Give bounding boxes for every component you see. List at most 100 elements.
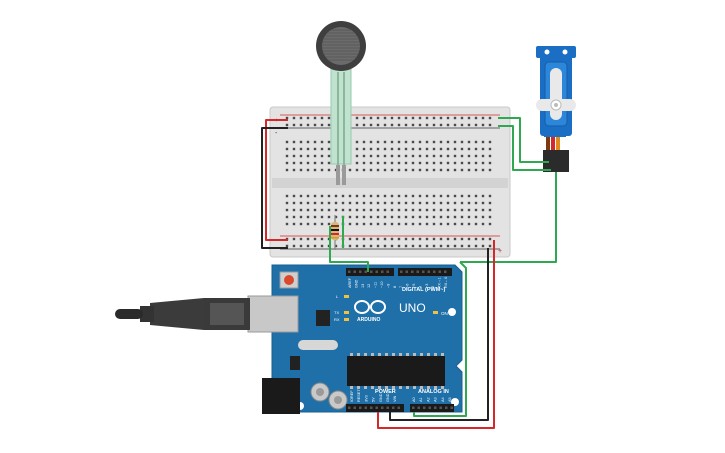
terminal-hole <box>446 140 450 144</box>
terminal-hole <box>446 201 450 205</box>
terminal-hole <box>306 147 310 151</box>
terminal-hole <box>404 168 408 172</box>
terminal-hole <box>285 154 289 158</box>
rail-hole <box>453 123 457 127</box>
terminal-hole <box>306 140 310 144</box>
terminal-hole <box>362 140 366 144</box>
terminal-hole <box>488 208 492 212</box>
terminal-hole <box>404 208 408 212</box>
terminal-hole <box>320 147 324 151</box>
digital-pin-label: 12 <box>367 284 371 288</box>
rail-hole <box>418 244 422 248</box>
rail-hole <box>362 116 366 120</box>
terminal-hole <box>439 222 443 226</box>
terminal-hole <box>299 154 303 158</box>
rail-hole <box>306 244 310 248</box>
rail-hole <box>355 123 359 127</box>
digital-header-label: DIGITAL (PWM~) <box>402 287 446 293</box>
terminal-hole <box>327 161 331 165</box>
terminal-hole <box>320 222 324 226</box>
rail-hole <box>404 237 408 241</box>
terminal-hole <box>348 222 352 226</box>
terminal-hole <box>467 161 471 165</box>
rail-hole <box>383 116 387 120</box>
power-pin-label: RESET <box>357 389 361 402</box>
terminal-hole <box>383 161 387 165</box>
terminal-hole <box>432 215 436 219</box>
rail-hole <box>306 116 310 120</box>
rail-hole <box>355 237 359 241</box>
usb-cable-stub <box>115 309 143 319</box>
rail-hole <box>481 116 485 120</box>
rail-hole <box>390 123 394 127</box>
rail-hole <box>425 116 429 120</box>
terminal-hole <box>474 154 478 158</box>
digital-pin-label: 2 <box>431 286 435 288</box>
terminal-hole <box>390 161 394 165</box>
terminal-hole <box>292 194 296 198</box>
terminal-hole <box>292 154 296 158</box>
force-sensor-pin-1 <box>336 165 340 185</box>
terminal-hole <box>285 140 289 144</box>
rail-hole <box>355 244 359 248</box>
rail-hole <box>411 237 415 241</box>
digital-pin-label: ~5 <box>412 284 416 288</box>
terminal-hole <box>327 194 331 198</box>
rail-hole <box>292 123 296 127</box>
terminal-hole <box>404 161 408 165</box>
terminal-hole <box>306 222 310 226</box>
rail-hole <box>362 237 366 241</box>
analog-pin-label: A2 <box>426 397 430 402</box>
rail-hole <box>453 116 457 120</box>
rail-hole <box>432 237 436 241</box>
terminal-hole <box>369 147 373 151</box>
power-pin-label: 5V <box>372 397 376 402</box>
terminal-hole <box>397 140 401 144</box>
rail-hole <box>481 123 485 127</box>
terminal-hole <box>488 154 492 158</box>
terminal-hole <box>481 201 485 205</box>
rail-hole <box>397 123 401 127</box>
on-led-label: ON <box>441 311 448 316</box>
terminal-hole <box>453 208 457 212</box>
digital-pin-label: ~11 <box>374 282 378 288</box>
rail-minus-label: - <box>275 130 278 137</box>
rail-hole <box>439 237 443 241</box>
terminal-hole <box>481 168 485 172</box>
terminal-hole <box>376 147 380 151</box>
terminal-hole <box>474 147 478 151</box>
terminal-hole <box>474 168 478 172</box>
rail-hole <box>390 116 394 120</box>
rail-hole <box>432 123 436 127</box>
terminal-hole <box>299 147 303 151</box>
servo-connector <box>543 150 569 172</box>
terminal-hole <box>313 222 317 226</box>
rail-hole <box>397 116 401 120</box>
terminal-hole <box>320 215 324 219</box>
arduino-uno: DIGITAL (PWM~) UNO ARDUINO POWER ANALOG … <box>247 264 463 414</box>
usb-cable <box>115 298 250 330</box>
terminal-hole <box>320 208 324 212</box>
terminal-hole <box>327 168 331 172</box>
servo <box>536 46 576 172</box>
terminal-hole <box>327 215 331 219</box>
terminal-hole <box>432 161 436 165</box>
rail-hole <box>446 244 450 248</box>
rail-hole <box>376 123 380 127</box>
terminal-hole <box>383 222 387 226</box>
terminal-hole <box>474 201 478 205</box>
terminal-hole <box>488 168 492 172</box>
terminal-hole <box>439 201 443 205</box>
terminal-hole <box>397 161 401 165</box>
force-sensor <box>316 21 366 185</box>
terminal-hole <box>390 168 394 172</box>
rail-hole <box>313 244 317 248</box>
rail-hole <box>327 116 331 120</box>
rail-hole <box>383 237 387 241</box>
rail-hole <box>432 116 436 120</box>
terminal-hole <box>439 168 443 172</box>
terminal-hole <box>313 147 317 151</box>
wire-black-gnd <box>389 248 489 421</box>
terminal-hole <box>404 201 408 205</box>
terminal-hole <box>355 140 359 144</box>
